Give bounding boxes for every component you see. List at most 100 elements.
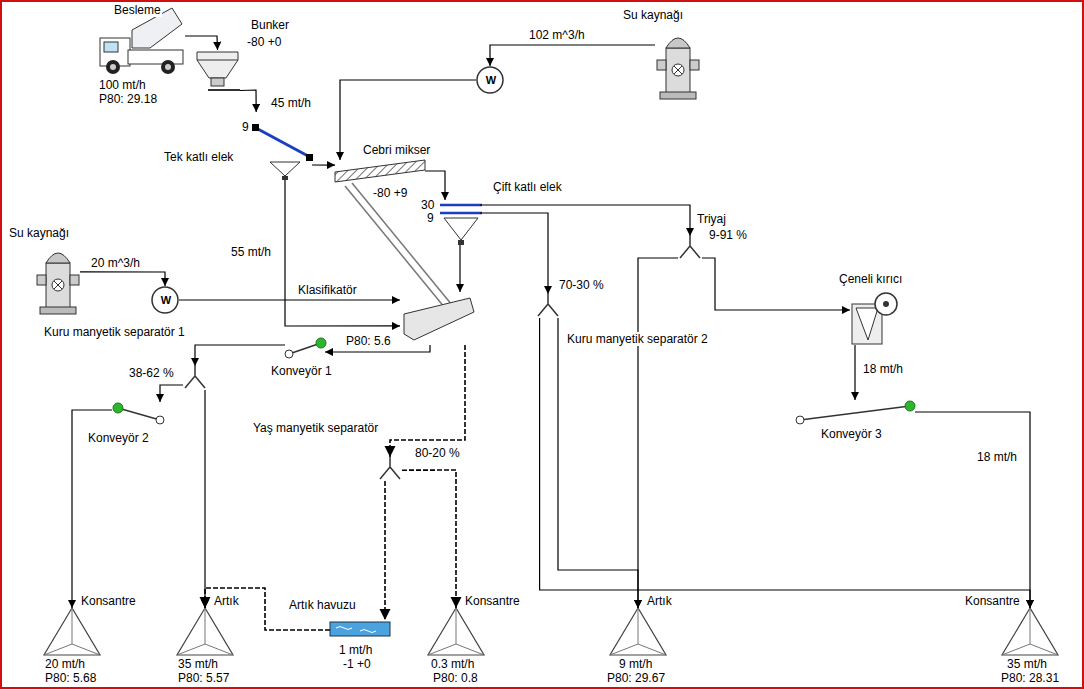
unit-label: Çeneli kırıcı bbox=[838, 272, 903, 286]
stream-value: P80: 5.68 bbox=[44, 671, 97, 685]
double-deck-screen bbox=[440, 205, 482, 245]
pump: W bbox=[151, 286, 179, 314]
stockpile bbox=[1002, 608, 1058, 655]
jaw-crusher bbox=[852, 293, 897, 344]
unit-label: Konsantre bbox=[80, 594, 137, 608]
flow-line bbox=[160, 385, 183, 402]
flow-label: 45 mt/h bbox=[270, 96, 312, 110]
flow-line bbox=[185, 36, 218, 50]
pug-mixer bbox=[335, 160, 425, 182]
wet-magnetic-separator: Yaş manyetik separatör80-20 % bbox=[378, 457, 402, 481]
flow-label: 102 m^3/h bbox=[528, 28, 586, 42]
conveyor: Konveyör 2 bbox=[112, 402, 167, 426]
dump-truck bbox=[104, 42, 118, 52]
unit-label: Konsantre bbox=[464, 594, 521, 608]
stockpile bbox=[177, 608, 233, 655]
splitter: Triyaj9-91 % bbox=[678, 236, 702, 260]
stream-value: -1 +0 bbox=[342, 657, 372, 671]
unit-label: W bbox=[476, 73, 506, 87]
flow-line bbox=[854, 345, 855, 400]
stockpile bbox=[610, 608, 666, 655]
single-deck-screen: Tek katlı elek9 bbox=[250, 112, 312, 180]
jaw-crusher: Çeneli kırıcı bbox=[850, 295, 900, 345]
conveyor: Konveyör 1 bbox=[285, 338, 325, 360]
stream-value: 100 mt/h bbox=[98, 78, 147, 92]
water-source: Su kaynağı bbox=[35, 245, 80, 300]
flow-label: 18 mt/h bbox=[862, 362, 904, 376]
unit-label: Klasifikatör bbox=[297, 283, 358, 297]
flow-line bbox=[702, 258, 850, 310]
double-deck-screen bbox=[458, 240, 464, 245]
unit-label: Besleme bbox=[113, 3, 162, 17]
bunker-hopper bbox=[197, 60, 238, 61]
splitter-symbol bbox=[380, 457, 400, 479]
stream-value: 9-91 % bbox=[708, 228, 748, 242]
flow-line bbox=[80, 272, 165, 286]
dump-truck bbox=[165, 64, 171, 70]
stream-value: 30 bbox=[420, 198, 435, 212]
slurry-line bbox=[390, 345, 465, 457]
stream-value: P80: 5.57 bbox=[177, 671, 230, 685]
stream-value: 70-30 % bbox=[558, 278, 605, 292]
classifier bbox=[404, 298, 474, 340]
pug-mixer bbox=[335, 160, 425, 182]
stream-value: 0.3 mt/h bbox=[430, 657, 475, 671]
flow-line bbox=[425, 171, 445, 200]
splitter-symbol bbox=[185, 366, 205, 388]
unit-label: Kuru manyetik separatör 1 bbox=[43, 325, 186, 339]
stream-value: 9 bbox=[426, 211, 435, 225]
stream-value: 9 mt/h bbox=[618, 657, 653, 671]
bunker: Bunker-80 +0 bbox=[195, 50, 240, 95]
stream-value: P80: 28.31 bbox=[1000, 671, 1060, 685]
splitter-symbol bbox=[185, 236, 700, 479]
tailings-pond: Artık havuzu1 mt/h-1 +0 bbox=[330, 620, 390, 640]
tailings-stockpile: Artık35 mt/hP80: 5.57 bbox=[175, 608, 235, 655]
double-deck-screen bbox=[440, 212, 482, 215]
classifier bbox=[352, 183, 452, 305]
pump-symbol bbox=[152, 67, 503, 313]
pump: W bbox=[476, 66, 504, 94]
stream-value: P80: 29.67 bbox=[606, 671, 666, 685]
tailings-pond bbox=[330, 622, 390, 636]
jaw-crusher bbox=[875, 293, 897, 315]
conveyor-symbol bbox=[796, 416, 804, 424]
stockpile bbox=[428, 608, 484, 655]
dump-truck bbox=[100, 8, 183, 74]
flow-line bbox=[179, 299, 400, 300]
water-hydrant bbox=[37, 253, 79, 314]
splitter-symbol bbox=[680, 236, 700, 258]
stream-value: 80-20 % bbox=[414, 446, 461, 460]
flow-line bbox=[204, 390, 205, 608]
unit-label: Cebri mikser bbox=[362, 143, 431, 157]
magnetic-separator: Kuru manyetik separatör 138-62 % bbox=[183, 366, 207, 390]
single-deck-screen bbox=[282, 176, 288, 180]
unit-label: W bbox=[151, 293, 181, 307]
unit-label: Artık havuzu bbox=[288, 598, 357, 612]
bunker-hopper bbox=[211, 78, 224, 86]
conveyor-symbol bbox=[113, 403, 123, 413]
unit-label: Yaş manyetik separatör bbox=[252, 421, 379, 435]
unit-label: Artık bbox=[646, 594, 673, 608]
flow-line bbox=[340, 80, 476, 160]
single-deck-screen bbox=[306, 154, 313, 161]
flow-line bbox=[490, 45, 655, 66]
single-deck-screen bbox=[270, 162, 300, 176]
single-deck-screen bbox=[252, 124, 259, 131]
flow-line bbox=[558, 318, 638, 608]
slurry-line bbox=[384, 481, 386, 620]
stream-value: P80: 29.18 bbox=[98, 92, 158, 106]
slurry-line bbox=[402, 470, 456, 608]
feed-truck: Besleme100 mt/hP80: 29.18 bbox=[95, 20, 185, 75]
unit-label: Su kaynağı bbox=[622, 8, 684, 22]
classifier bbox=[345, 186, 445, 308]
unit-label: Çift katlı elek bbox=[492, 180, 563, 194]
single-deck-screen bbox=[252, 124, 313, 180]
unit-label: Kuru manyetik separatör 2 bbox=[566, 332, 709, 346]
water-source: Su kaynağı bbox=[655, 30, 700, 100]
dump-truck bbox=[161, 60, 175, 74]
tailings-pond bbox=[336, 627, 376, 633]
flow-line bbox=[540, 318, 1030, 608]
